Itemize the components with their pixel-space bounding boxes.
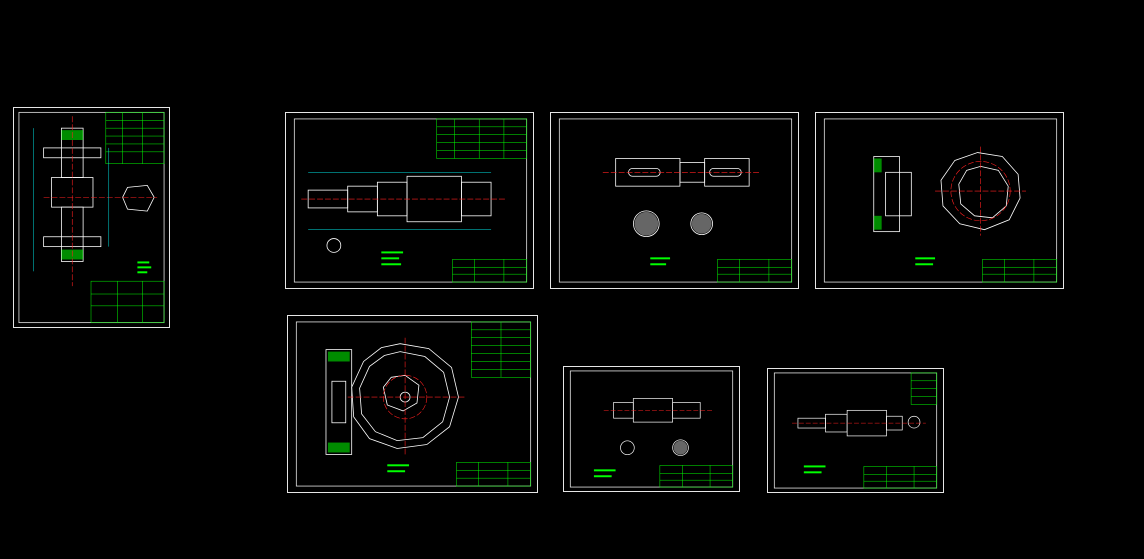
drawing-sheet-keyed-shaft[interactable] [550,112,799,289]
large-gear-drawing [295,321,532,487]
small-shaft-2-drawing [773,372,938,489]
drawing-sheet-end-cover[interactable] [815,112,1064,289]
stepped-shaft-drawing [293,118,528,283]
drawing-sheet-assembly[interactable] [13,107,170,328]
drawing-sheet-large-gear[interactable] [287,315,538,493]
assembly-drawing [18,111,165,324]
keyed-shaft-drawing [558,118,793,283]
small-shaft-1-drawing [569,370,734,488]
drawing-sheet-small-shaft-2[interactable] [767,368,944,493]
drawing-sheet-stepped-shaft[interactable] [285,112,534,289]
end-cover-drawing [823,118,1058,283]
drawing-sheet-small-shaft-1[interactable] [563,366,740,492]
